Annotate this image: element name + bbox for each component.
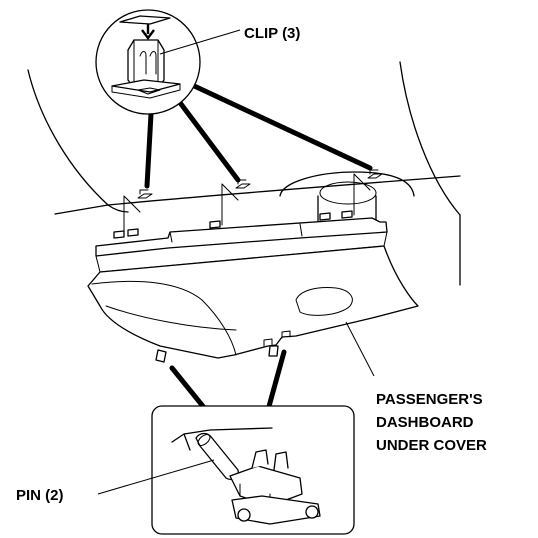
- dashboard-outline: [27, 61, 461, 286]
- pin-label: PIN (2): [16, 487, 64, 504]
- label-leader-lines: [97, 29, 375, 495]
- under-cover-panel: [87, 210, 419, 363]
- install-guide-lines: [123, 173, 371, 237]
- cover-label-line3: UNDER COVER: [376, 437, 487, 454]
- clip-detail-inset: [95, 9, 201, 115]
- cover-label-line1: PASSENGER'S: [376, 391, 483, 408]
- clip-sockets: [137, 169, 383, 199]
- clip-label: CLIP (3): [244, 25, 300, 42]
- cover-label-line2: DASHBOARD: [376, 414, 474, 431]
- pin-callout-lines: [169, 349, 287, 413]
- pin-detail-inset: [151, 405, 355, 535]
